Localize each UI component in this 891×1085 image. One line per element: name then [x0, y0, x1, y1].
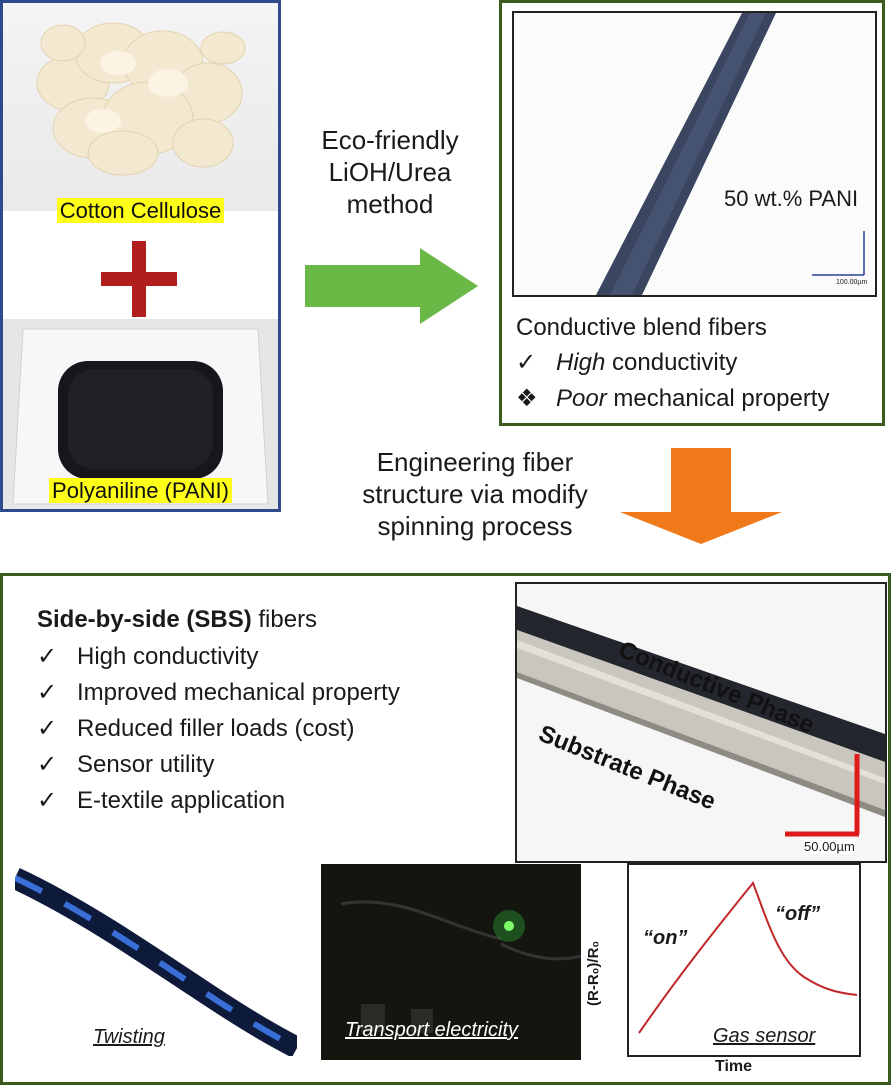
gas-on-label: “on” — [643, 927, 688, 949]
sbs-feature: ✓ High conductivity — [37, 639, 400, 675]
sbs-scale-label: 50.00µm — [804, 839, 855, 854]
right-arrow-icon — [305, 248, 478, 324]
sbs-feature-list: ✓ High conductivity ✓ Improved mechanical … — [37, 639, 400, 819]
method-line-3: method — [346, 189, 434, 219]
engineering-text: Engineering fiber structure via modify s… — [320, 446, 630, 542]
blend-pro-1: ✓ High conductivity — [516, 348, 737, 377]
sbs-title-rest: fibers — [251, 606, 318, 633]
blend-pro-2-emph: Poor — [556, 385, 607, 412]
twisting-photo — [10, 866, 303, 1058]
sbs-feature-text: Reduced filler loads (cost) — [77, 715, 355, 742]
blend-scale-label: 100.00µm — [836, 279, 868, 286]
gas-caption: Gas sensor — [713, 1025, 816, 1047]
method-line-2: LiOH/Urea — [328, 157, 452, 187]
engineering-line-2: structure via modify — [362, 479, 588, 509]
led-circuit-illustration — [340, 900, 582, 1033]
check-icon: ✓ — [37, 751, 58, 778]
blend-micro-label: 50 wt.% PANI — [724, 186, 859, 211]
twisting-caption: Twisting — [93, 1026, 165, 1048]
blend-title: Conductive blend fibers — [516, 314, 767, 341]
gas-xlabel: Time — [715, 1058, 753, 1075]
gas-sensor-curve — [638, 881, 858, 1034]
cotton-label: Cotton Cellulose — [56, 198, 225, 223]
gas-ylabel: (R-R₀)/R₀ — [585, 940, 602, 1006]
cotton-illustration — [36, 22, 246, 176]
sbs-title-bold: Side-by-side (SBS) — [37, 606, 252, 633]
plus-icon — [101, 241, 177, 317]
sbs-micrograph: Conductive Phase Substrate Phase 50.00µm — [515, 582, 887, 863]
pani-label-wrap: Polyaniline (PANI) — [3, 478, 278, 504]
sbs-feature-text: E-textile application — [77, 787, 286, 814]
gas-off-label: “off” — [775, 903, 821, 925]
engineering-line-1: Engineering fiber — [376, 447, 574, 477]
check-icon: ✓ — [516, 349, 537, 376]
diamond-bullet-icon: ❖ — [516, 385, 538, 412]
gas-sensor-chart: “on” “off” Gas sensor — [627, 863, 861, 1057]
down-arrow-icon — [620, 448, 782, 544]
blend-panel: 50 wt.% PANI 100.00µm Conductive blend f… — [499, 0, 885, 426]
sbs-fiber-illustration — [517, 606, 885, 837]
sbs-feature-text: Sensor utility — [77, 751, 215, 778]
sbs-feature-text: High conductivity — [77, 643, 259, 670]
check-icon: ✓ — [37, 679, 58, 706]
blend-pro-1-emph: High — [556, 349, 606, 376]
twisted-fiber-illustration — [10, 868, 303, 1058]
sbs-feature: ✓ Reduced filler loads (cost) — [37, 711, 400, 747]
blend-pro-2-rest: mechanical property — [606, 385, 830, 412]
engineering-line-3: spinning process — [377, 511, 573, 541]
blend-micrograph: 50 wt.% PANI 100.00µm — [512, 11, 877, 297]
blend-fiber-illustration — [596, 13, 865, 295]
check-icon: ✓ — [37, 715, 58, 742]
sbs-title: Side-by-side (SBS) fibers — [37, 605, 317, 635]
blend-pro-1-rest: conductivity — [605, 349, 738, 376]
transport-caption: Transport electricity — [345, 1019, 519, 1041]
pani-label: Polyaniline (PANI) — [49, 478, 232, 503]
cotton-photo — [3, 3, 278, 211]
sbs-feature-text: Improved mechanical property — [77, 679, 400, 706]
cotton-label-wrap: Cotton Cellulose — [3, 198, 278, 224]
pani-powder-illustration — [12, 328, 269, 505]
sbs-panel: Side-by-side (SBS) fibers ✓ High conducti… — [0, 573, 891, 1085]
method-line-1: Eco-friendly — [321, 125, 459, 155]
method-text: Eco-friendly LiOH/Urea method — [290, 124, 490, 220]
check-icon: ✓ — [37, 787, 58, 814]
transport-photo — [321, 864, 582, 1060]
pani-photo — [3, 319, 278, 509]
sbs-feature: ✓ Sensor utility — [37, 747, 400, 783]
sbs-feature: ✓ Improved mechanical property — [37, 675, 400, 711]
sbs-feature: ✓ E-textile application — [37, 783, 400, 819]
materials-panel: Cotton Cellulose Polyaniline (PANI) — [0, 0, 281, 512]
check-icon: ✓ — [37, 643, 58, 670]
blend-pro-2: ❖ Poor mechanical property — [516, 384, 829, 413]
